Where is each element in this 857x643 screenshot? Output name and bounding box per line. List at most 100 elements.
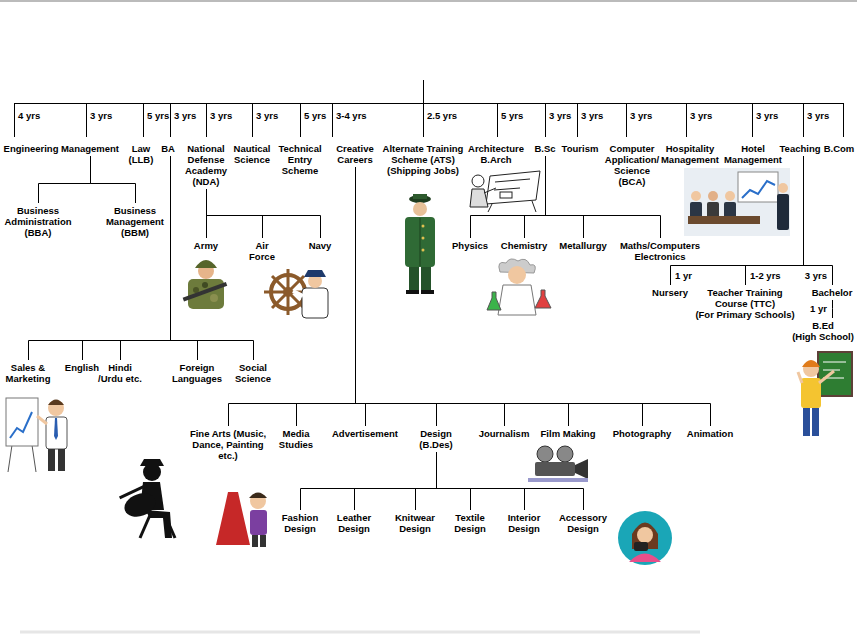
career-node: Chemistry: [497, 240, 551, 251]
career-node: Hospitality Management: [660, 143, 720, 165]
career-text: Photography: [609, 428, 675, 439]
career-text: Maths/Computers Electronics: [617, 240, 703, 262]
career-text: Film Making: [536, 428, 600, 439]
tree-connector: [355, 452, 437, 510]
fashion-designer-part: [249, 493, 267, 499]
teacher-figure-part: [823, 362, 846, 363]
meeting-scene-part: [777, 194, 789, 230]
navy-officer-part: [271, 275, 305, 309]
branch-drop: [14, 103, 15, 137]
ats-officer-part: [413, 202, 427, 216]
career-text: Creative Careers: [334, 143, 376, 165]
page-edge: [20, 631, 700, 634]
meeting-scene-part: [690, 202, 702, 218]
top-bar: [14, 103, 843, 104]
career-node: Nursery: [647, 287, 693, 298]
career-node: Hotel Management: [723, 143, 783, 165]
teacher-figure: [798, 352, 852, 436]
fashion-designer: [216, 492, 267, 547]
teacher-figure-part: [803, 361, 819, 377]
tree-connector: [29, 156, 171, 360]
career-node: Tourism: [559, 143, 601, 154]
career-text: English: [60, 362, 104, 373]
career-node: Design (B.Des): [413, 428, 459, 450]
tree-connector: [416, 452, 437, 510]
salesman-figure-part: [46, 417, 67, 449]
career-node: Business Management (BBM): [100, 205, 170, 238]
career-text: Animation: [683, 428, 737, 439]
career-text: Advertisement: [328, 428, 402, 439]
scientist-figure-part: [535, 290, 551, 308]
meeting-scene-part: [724, 202, 736, 218]
fashion-designer-part: [252, 535, 258, 547]
branch-drop: [86, 103, 87, 137]
career-node: Media Studies: [274, 428, 318, 450]
tree-connector: [437, 452, 471, 510]
branch-drop: [752, 103, 753, 137]
salesman-figure-part: [8, 445, 12, 472]
army-soldier-part: [195, 260, 217, 268]
tree-connector: [525, 156, 546, 238]
ats-officer-part: [422, 249, 425, 252]
scientist-figure: [487, 259, 551, 315]
film-camera-part: [535, 462, 575, 476]
guitarist-silhouette-part: [165, 515, 175, 538]
guitarist-silhouette-part: [119, 484, 147, 499]
career-node: Metallurgy: [554, 240, 612, 251]
duration-label: 3 yrs: [804, 270, 828, 281]
career-text: Hospitality Management: [660, 143, 720, 165]
career-node: B.Ed(High School): [789, 320, 857, 342]
salesman-figure: [6, 398, 67, 472]
salesman-figure-part: [6, 398, 38, 446]
career-node: Sales & Marketing: [2, 362, 54, 384]
duration-label: 1 yr: [674, 270, 693, 281]
career-node: National Defense Academy (NDA): [183, 143, 229, 187]
career-node: Architecture B.Arch: [466, 143, 526, 165]
career-text: Engineering: [0, 143, 62, 154]
career-node: Film Making: [536, 428, 600, 439]
film-camera: [528, 446, 588, 482]
career-node: Law (LLB): [126, 143, 156, 165]
scientist-figure-part: [508, 266, 526, 284]
navy-officer-part: [272, 276, 304, 308]
career-node: B.Com: [822, 143, 856, 154]
guitarist-silhouette-part: [140, 515, 150, 538]
career-node: Maths/Computers Electronics: [617, 240, 703, 262]
film-camera-part: [575, 459, 588, 479]
ats-officer-part: [421, 267, 431, 291]
fashion-designer-part: [216, 492, 250, 545]
architect-drawing-part: [488, 204, 492, 212]
career-text: Management: [59, 143, 121, 154]
ats-officer-part: [413, 194, 427, 199]
career-node: Creative Careers: [334, 143, 376, 165]
career-text: Law (LLB): [126, 143, 156, 165]
branch-drop: [803, 103, 804, 137]
career-text: Chemistry: [497, 240, 551, 251]
career-node: Bachelor: [808, 287, 856, 298]
salesman-figure-part: [48, 449, 55, 471]
branch-drop: [423, 103, 424, 137]
career-node: Technical Entry Scheme: [276, 143, 324, 176]
career-node: Hindi /Urdu etc.: [95, 362, 145, 384]
duration-label: 5 yrs: [147, 110, 169, 121]
career-node: Social Science: [230, 362, 276, 384]
career-node: Knitwear Design: [389, 512, 441, 534]
teacher-figure-part: [803, 408, 810, 436]
architect-drawing-part: [486, 171, 540, 204]
tree-connector: [437, 452, 525, 510]
career-text: BA: [159, 143, 177, 154]
career-text: Journalism: [476, 428, 532, 439]
salesman-figure-part: [54, 418, 58, 440]
career-text: Bachelor: [808, 287, 856, 298]
career-text: B.Ed: [789, 320, 857, 331]
career-text: Fashion Design: [277, 512, 323, 534]
film-camera-part: [537, 446, 553, 462]
meeting-scene: [684, 168, 790, 236]
branch-drop: [332, 103, 333, 137]
duration-label: 3 yrs: [174, 110, 196, 121]
career-text: (For Primary Schools): [693, 309, 797, 320]
career-text: Metallurgy: [554, 240, 612, 251]
tree-connector: [39, 156, 91, 203]
teacher-figure-part: [798, 372, 802, 383]
